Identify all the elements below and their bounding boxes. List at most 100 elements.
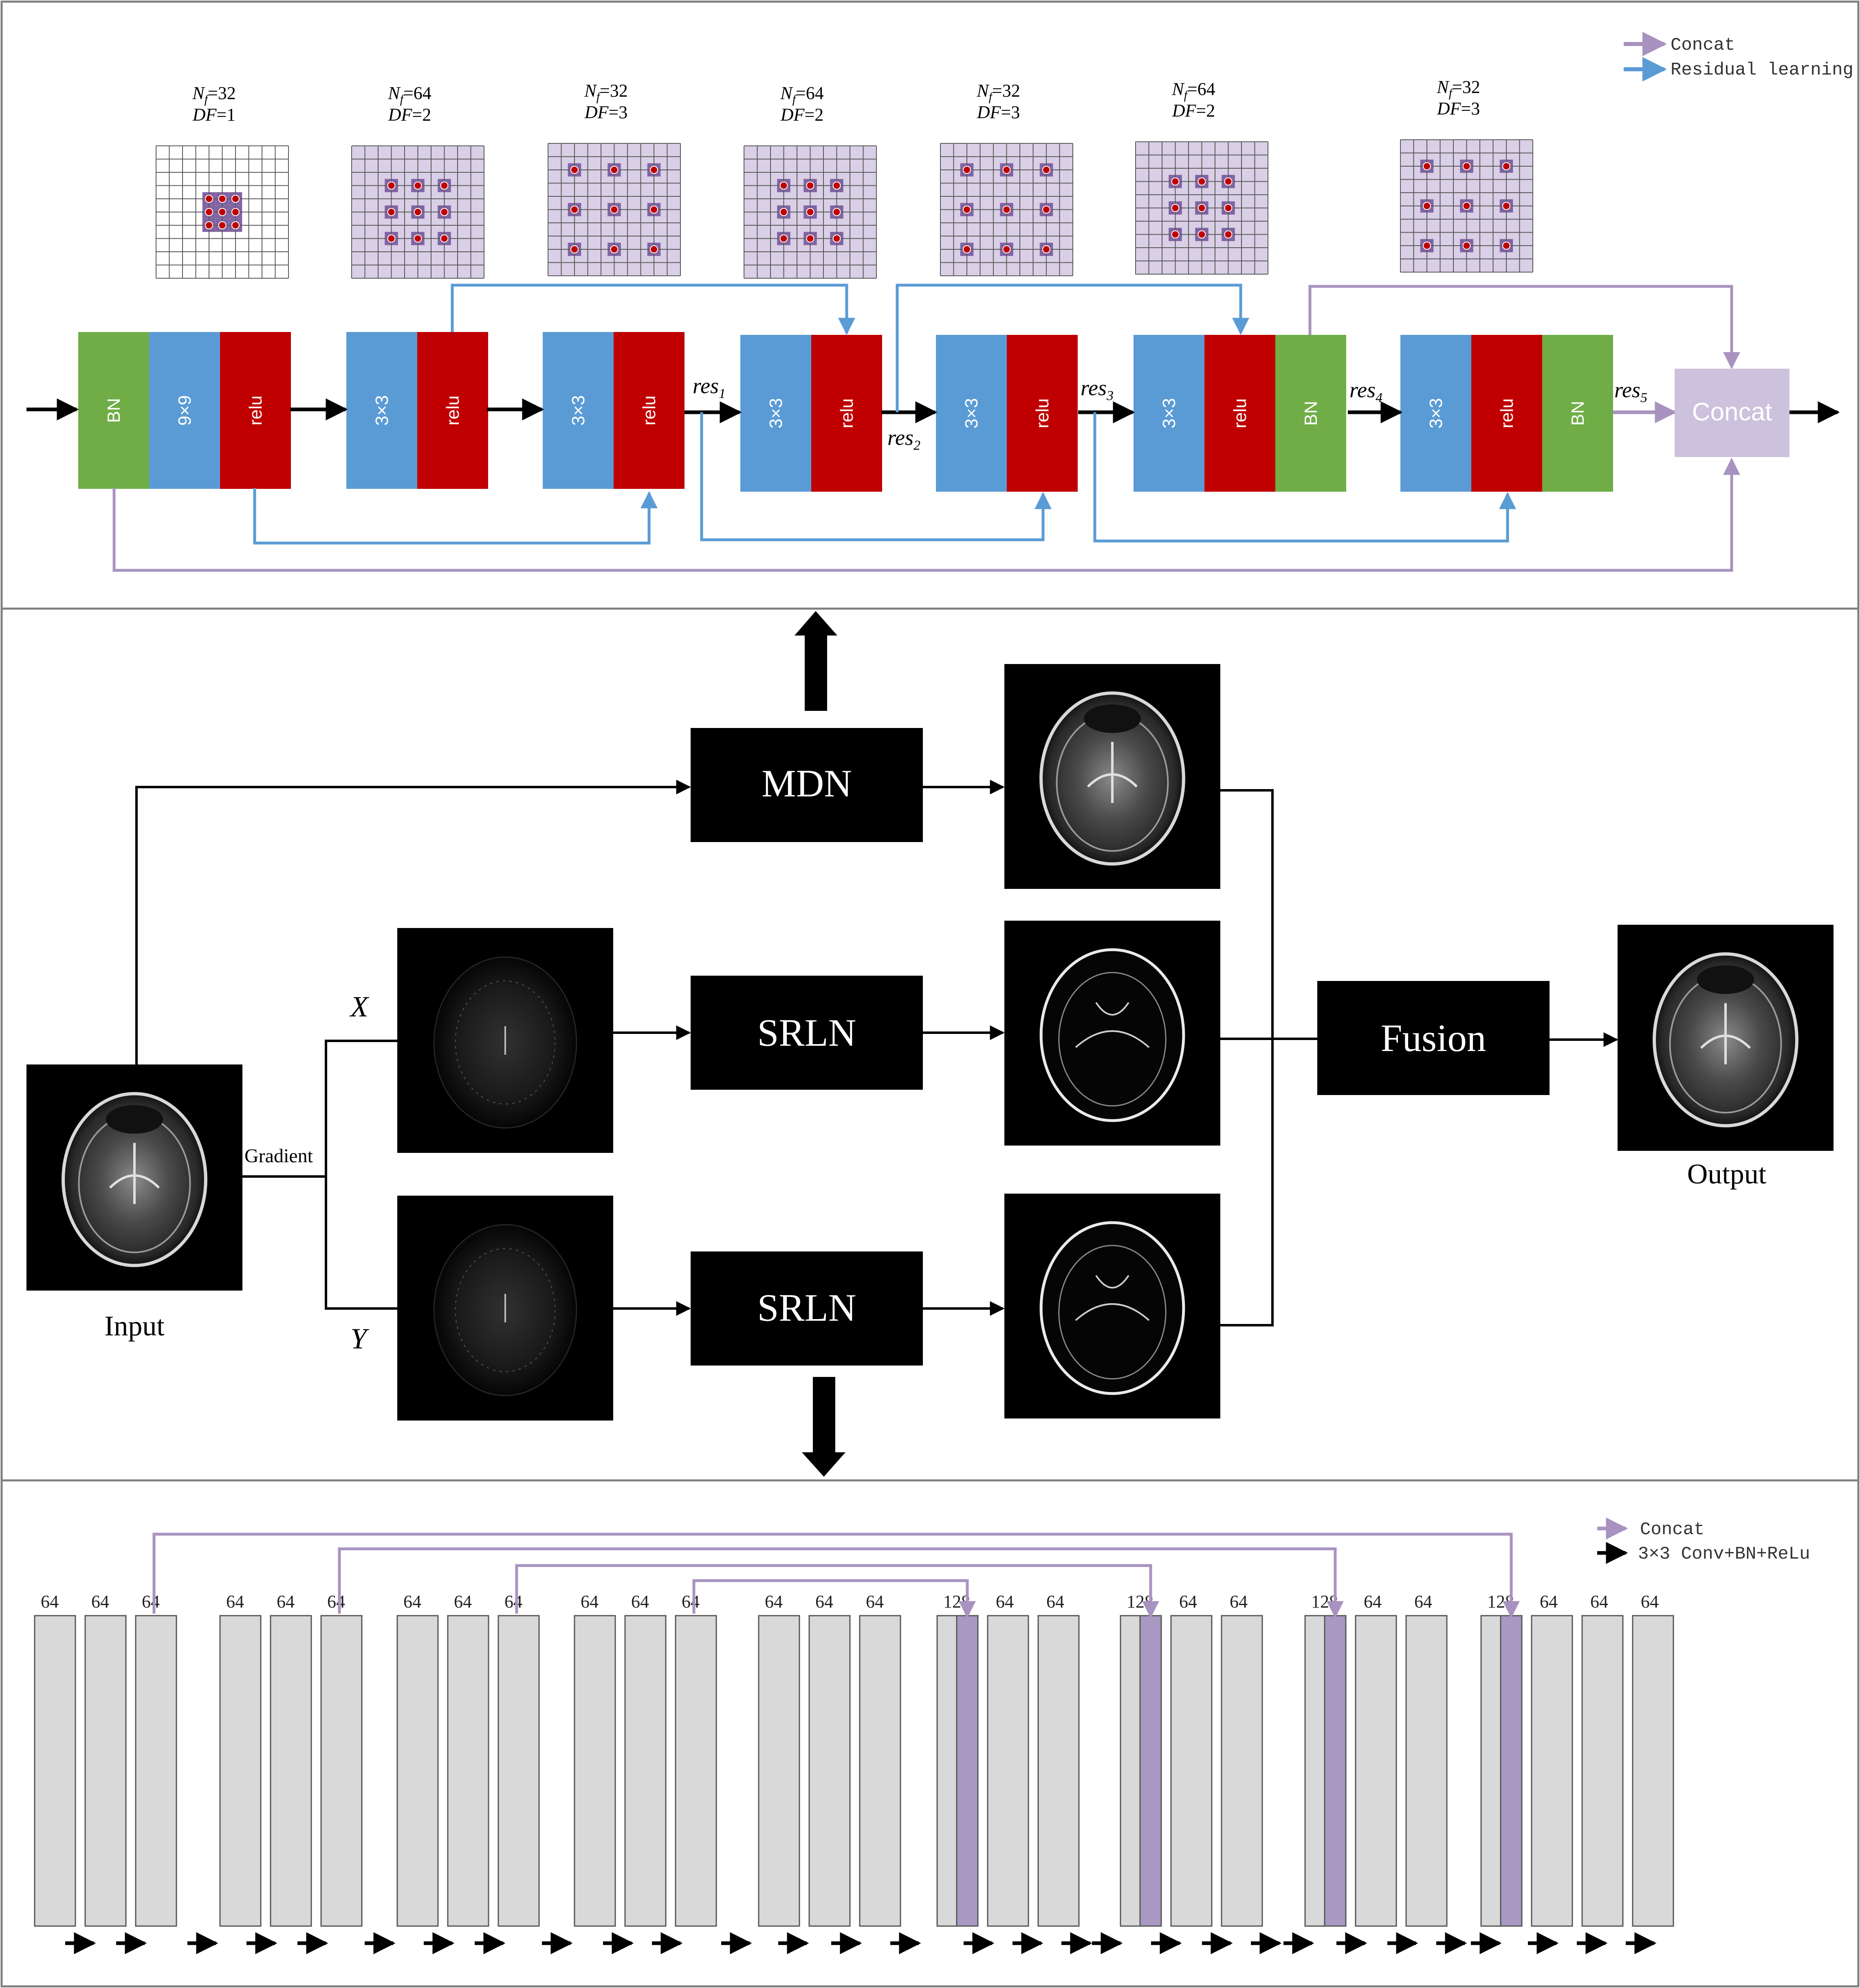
- concat-skip: [1308, 285, 1740, 369]
- df-letters: DF: [388, 105, 413, 125]
- dilation-grid: [351, 145, 484, 279]
- unet-block: [396, 1615, 439, 1927]
- grid-kernel-dot: [610, 205, 619, 214]
- grid-kernel-dot: [1197, 230, 1206, 239]
- nf-letter: N: [1436, 77, 1450, 97]
- grid-kernel-dot: [570, 166, 579, 174]
- top-panel-frame: [0, 0, 1860, 610]
- conv-layer-label: 3×3: [766, 398, 786, 429]
- dilation-grid: [744, 145, 877, 279]
- dilation-grid: [156, 145, 289, 279]
- up-arrow-head: [795, 611, 837, 636]
- grid-kernel-dot: [1042, 245, 1050, 253]
- fusion-block: [1317, 981, 1550, 1095]
- brain-gradient-detail: [455, 1248, 556, 1372]
- grid-kernel-dot: [1462, 162, 1471, 170]
- grid-kernel-dot: [231, 221, 240, 229]
- nf-letter: N: [976, 81, 990, 101]
- brain-edge-inner: [1058, 1245, 1167, 1380]
- unet-block: [1531, 1615, 1573, 1927]
- grid-kernel-dot: [1502, 202, 1510, 210]
- grid-kernel-dot: [832, 234, 841, 243]
- brain-detail: [1087, 742, 1138, 803]
- df-letters: DF: [192, 105, 217, 125]
- unet-channel-label: 64: [1590, 1592, 1608, 1612]
- unet-channel-label: 64: [1230, 1592, 1248, 1612]
- unet-concat-slice: [1500, 1615, 1523, 1927]
- res-text: res: [1081, 376, 1107, 400]
- conv-layer: [1400, 335, 1471, 492]
- grid-nf-caption: Nf=64: [387, 83, 431, 106]
- unet-concat-slice: [1139, 1615, 1162, 1927]
- res-label: res4: [1349, 378, 1382, 405]
- grid-kernel-dot: [205, 195, 213, 203]
- unet-channel-label: 64: [815, 1592, 833, 1612]
- grid-kernel-dot: [205, 208, 213, 216]
- grid-df-caption: DF=3: [584, 102, 627, 122]
- unet-channel-label: 64: [581, 1592, 599, 1612]
- df-letters: DF: [977, 102, 1002, 122]
- bn-layer: [1275, 335, 1346, 492]
- legend-residual-label: Residual learning: [1671, 60, 1853, 80]
- grid-kernel-dot: [832, 181, 841, 190]
- brain-cavity: [1084, 704, 1141, 733]
- unet-channel-label: 64: [1364, 1592, 1382, 1612]
- residual-skip: [1093, 412, 1516, 543]
- unet-skip-connection: [692, 1579, 976, 1619]
- bn-layer: [78, 332, 149, 489]
- grid-kernel-dot: [231, 208, 240, 216]
- grid-nf-caption: Nf=32: [192, 83, 236, 106]
- grid-kernel-dot: [1502, 242, 1510, 250]
- unet-channel-label: 64: [403, 1592, 421, 1612]
- conv-layer: [740, 335, 811, 492]
- nf-value: =32: [1452, 77, 1480, 97]
- legend-concat-label: Concat: [1640, 1520, 1704, 1540]
- grid-kernel-dot: [1042, 166, 1050, 174]
- relu-layer-label: relu: [1032, 398, 1052, 428]
- srln-y-block: [691, 1251, 923, 1366]
- mdn-block: [691, 728, 923, 842]
- grid-kernel-dot: [1423, 162, 1431, 170]
- df-value: =1: [216, 105, 236, 125]
- up-arrow-shaft: [805, 633, 827, 711]
- brain-detail: [109, 1143, 160, 1204]
- grid-kernel-dot: [414, 208, 422, 216]
- grid-kernel-dot: [832, 208, 841, 216]
- grid-kernel-dot: [231, 195, 240, 203]
- nf-value: =32: [992, 81, 1020, 101]
- fusion-label: Fusion: [1381, 1016, 1486, 1060]
- input-to-mdn-line: [135, 780, 691, 1064]
- conv-layer-label: 3×3: [372, 395, 392, 426]
- gradient-label: Gradient: [244, 1145, 313, 1167]
- nf-value: =32: [208, 83, 236, 103]
- unet-block: [1355, 1615, 1397, 1927]
- unet-block: [987, 1615, 1029, 1927]
- grid-kernel-dot: [387, 208, 396, 216]
- mdn-layer-group: 3×3 relu: [346, 332, 488, 489]
- unet-channel-label: 64: [226, 1592, 244, 1612]
- bn-layer-label: BN: [104, 398, 124, 423]
- gradient-y-image: [397, 1196, 613, 1421]
- brain-edge: [1039, 1221, 1185, 1395]
- res-subscript: 2: [913, 438, 920, 453]
- srln-x-block: [691, 976, 923, 1090]
- res-label: res2: [887, 425, 920, 453]
- grid-kernel-dot: [1224, 177, 1233, 186]
- grid-kernel-dot: [218, 221, 227, 229]
- df-value: =2: [804, 105, 823, 125]
- unet-channel-label: 64: [277, 1592, 295, 1612]
- nf-letter: N: [584, 81, 597, 101]
- grid-kernel-dot: [387, 181, 396, 190]
- relu-layer-label: relu: [443, 396, 463, 425]
- grid-kernel-dot: [1042, 205, 1050, 214]
- relu-layer-label: relu: [1230, 398, 1250, 428]
- grid-kernel-dot: [387, 234, 396, 243]
- unet-channel-label: 64: [91, 1592, 109, 1612]
- concat-skip: [112, 457, 1740, 572]
